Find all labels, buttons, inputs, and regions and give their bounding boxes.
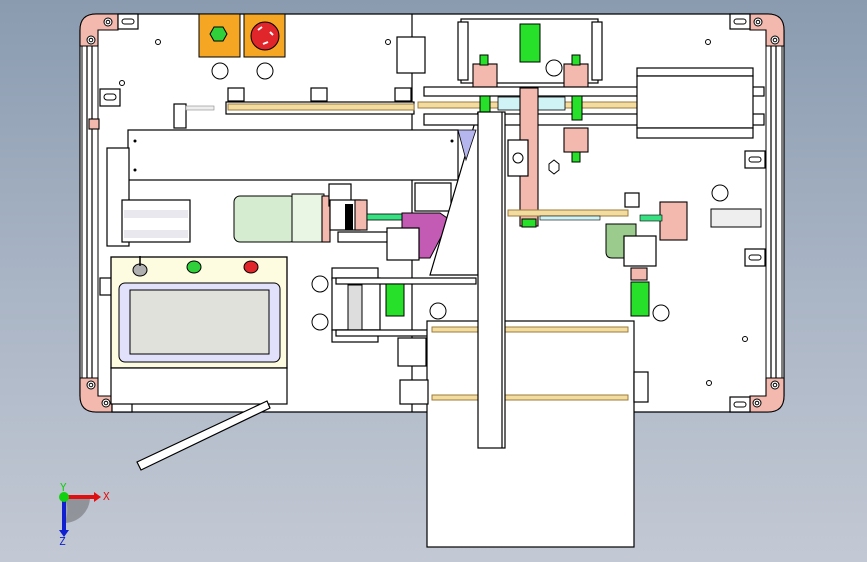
middle-guide-rails <box>507 209 629 221</box>
button-cutout <box>256 62 274 80</box>
vertical-plate <box>477 111 506 449</box>
roller-frame <box>311 267 477 367</box>
right-gripper <box>605 184 762 322</box>
stop-button[interactable] <box>243 260 259 274</box>
left-rail <box>81 45 99 381</box>
servo-motor <box>233 183 409 243</box>
corner-bracket-bottom-right <box>749 377 785 413</box>
hmi-base <box>110 367 288 405</box>
y-axis-label: Y <box>60 481 67 494</box>
angled-tube <box>136 400 271 471</box>
vertical-slider <box>507 87 589 228</box>
start-button[interactable] <box>186 260 202 274</box>
slot-clips <box>99 13 766 413</box>
axis-triad: X Y Z <box>59 481 110 548</box>
hmi-screen[interactable] <box>129 289 270 355</box>
y-axis-dot <box>59 492 69 502</box>
top-cylinder-frame <box>457 18 603 89</box>
corner-bracket-top-left <box>79 13 119 47</box>
run-indicator-button[interactable] <box>209 26 228 42</box>
right-rail <box>765 45 783 381</box>
control-box[interactable] <box>198 13 286 80</box>
hmi-panel[interactable] <box>110 256 288 405</box>
corner-bracket-bottom-left <box>79 377 113 413</box>
button-cutout <box>211 62 229 80</box>
linear-module <box>636 67 754 139</box>
corner-bracket-top-right <box>749 13 785 47</box>
emergency-stop-button[interactable] <box>250 21 280 51</box>
mounting-blocks <box>88 36 426 130</box>
top-rod-unit <box>173 101 415 129</box>
x-axis-label: X <box>103 490 110 503</box>
output-table <box>399 320 649 548</box>
z-axis-label: Z <box>59 535 66 548</box>
feeder-housing <box>106 129 459 247</box>
purple-bracket <box>386 182 452 261</box>
